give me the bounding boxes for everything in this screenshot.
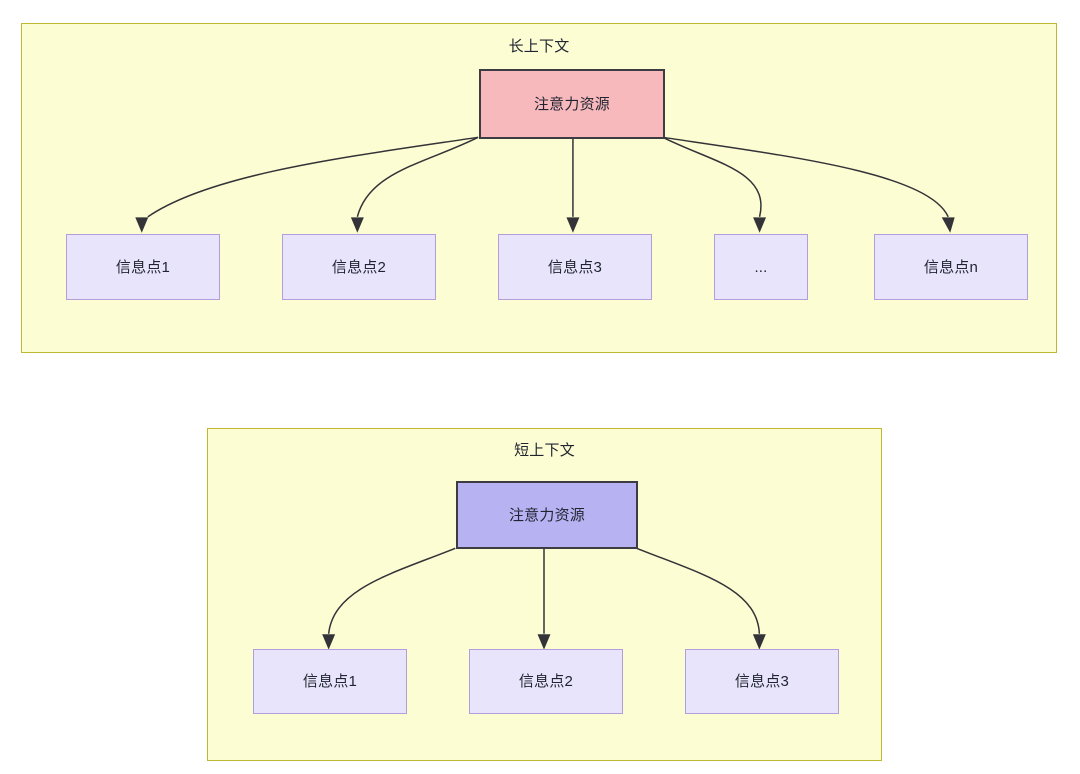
short-context-info-label-3: 信息点3 [734, 673, 790, 690]
long-context-info-node-2[interactable]: 信息点2 [282, 234, 436, 300]
long-context-info-label-n: 信息点n [923, 258, 979, 276]
short-context-info-node-1[interactable]: 信息点1 [253, 649, 407, 714]
short-context-info-label-2: 信息点2 [518, 673, 574, 690]
long-context-info-label-2: 信息点2 [331, 258, 387, 276]
short-context-info-node-3[interactable]: 信息点3 [685, 649, 839, 714]
edge-root-to-info-ellipsis [662, 136, 767, 233]
long-context-info-label-1: 信息点1 [115, 258, 171, 276]
edge-short-root-to-info-1 [322, 547, 456, 650]
panel-long-context: 长上下文 [21, 23, 1057, 353]
short-context-attention-label: 注意力资源 [508, 506, 585, 524]
long-context-info-node-1[interactable]: 信息点1 [66, 234, 220, 300]
long-context-info-node-n[interactable]: 信息点n [874, 234, 1028, 300]
edge-root-to-info-2 [350, 136, 479, 233]
long-context-info-node-3[interactable]: 信息点3 [498, 234, 652, 300]
long-context-info-node-ellipsis[interactable]: ... [714, 234, 808, 300]
short-context-attention-node[interactable]: 注意力资源 [456, 481, 638, 549]
edge-root-to-info-3 [566, 137, 580, 233]
long-context-attention-node[interactable]: 注意力资源 [479, 69, 665, 139]
panel-short-context-title: 短上下文 [514, 442, 575, 459]
panel-short-context: 短上下文 注意力资源 信息点1 信息点 [207, 428, 882, 761]
edge-root-to-info-n [662, 136, 955, 233]
edge-short-root-to-info-3 [636, 547, 766, 650]
panel-long-context-title: 长上下文 [508, 38, 570, 55]
long-context-attention-label: 注意力资源 [533, 95, 610, 113]
edge-root-to-info-1 [135, 136, 479, 233]
short-context-info-node-2[interactable]: 信息点2 [469, 649, 623, 714]
edge-short-root-to-info-2 [537, 548, 551, 650]
short-context-info-label-1: 信息点1 [302, 673, 358, 690]
long-context-info-label-3: 信息点3 [547, 258, 603, 276]
long-context-info-label-ellipsis: ... [754, 258, 768, 276]
